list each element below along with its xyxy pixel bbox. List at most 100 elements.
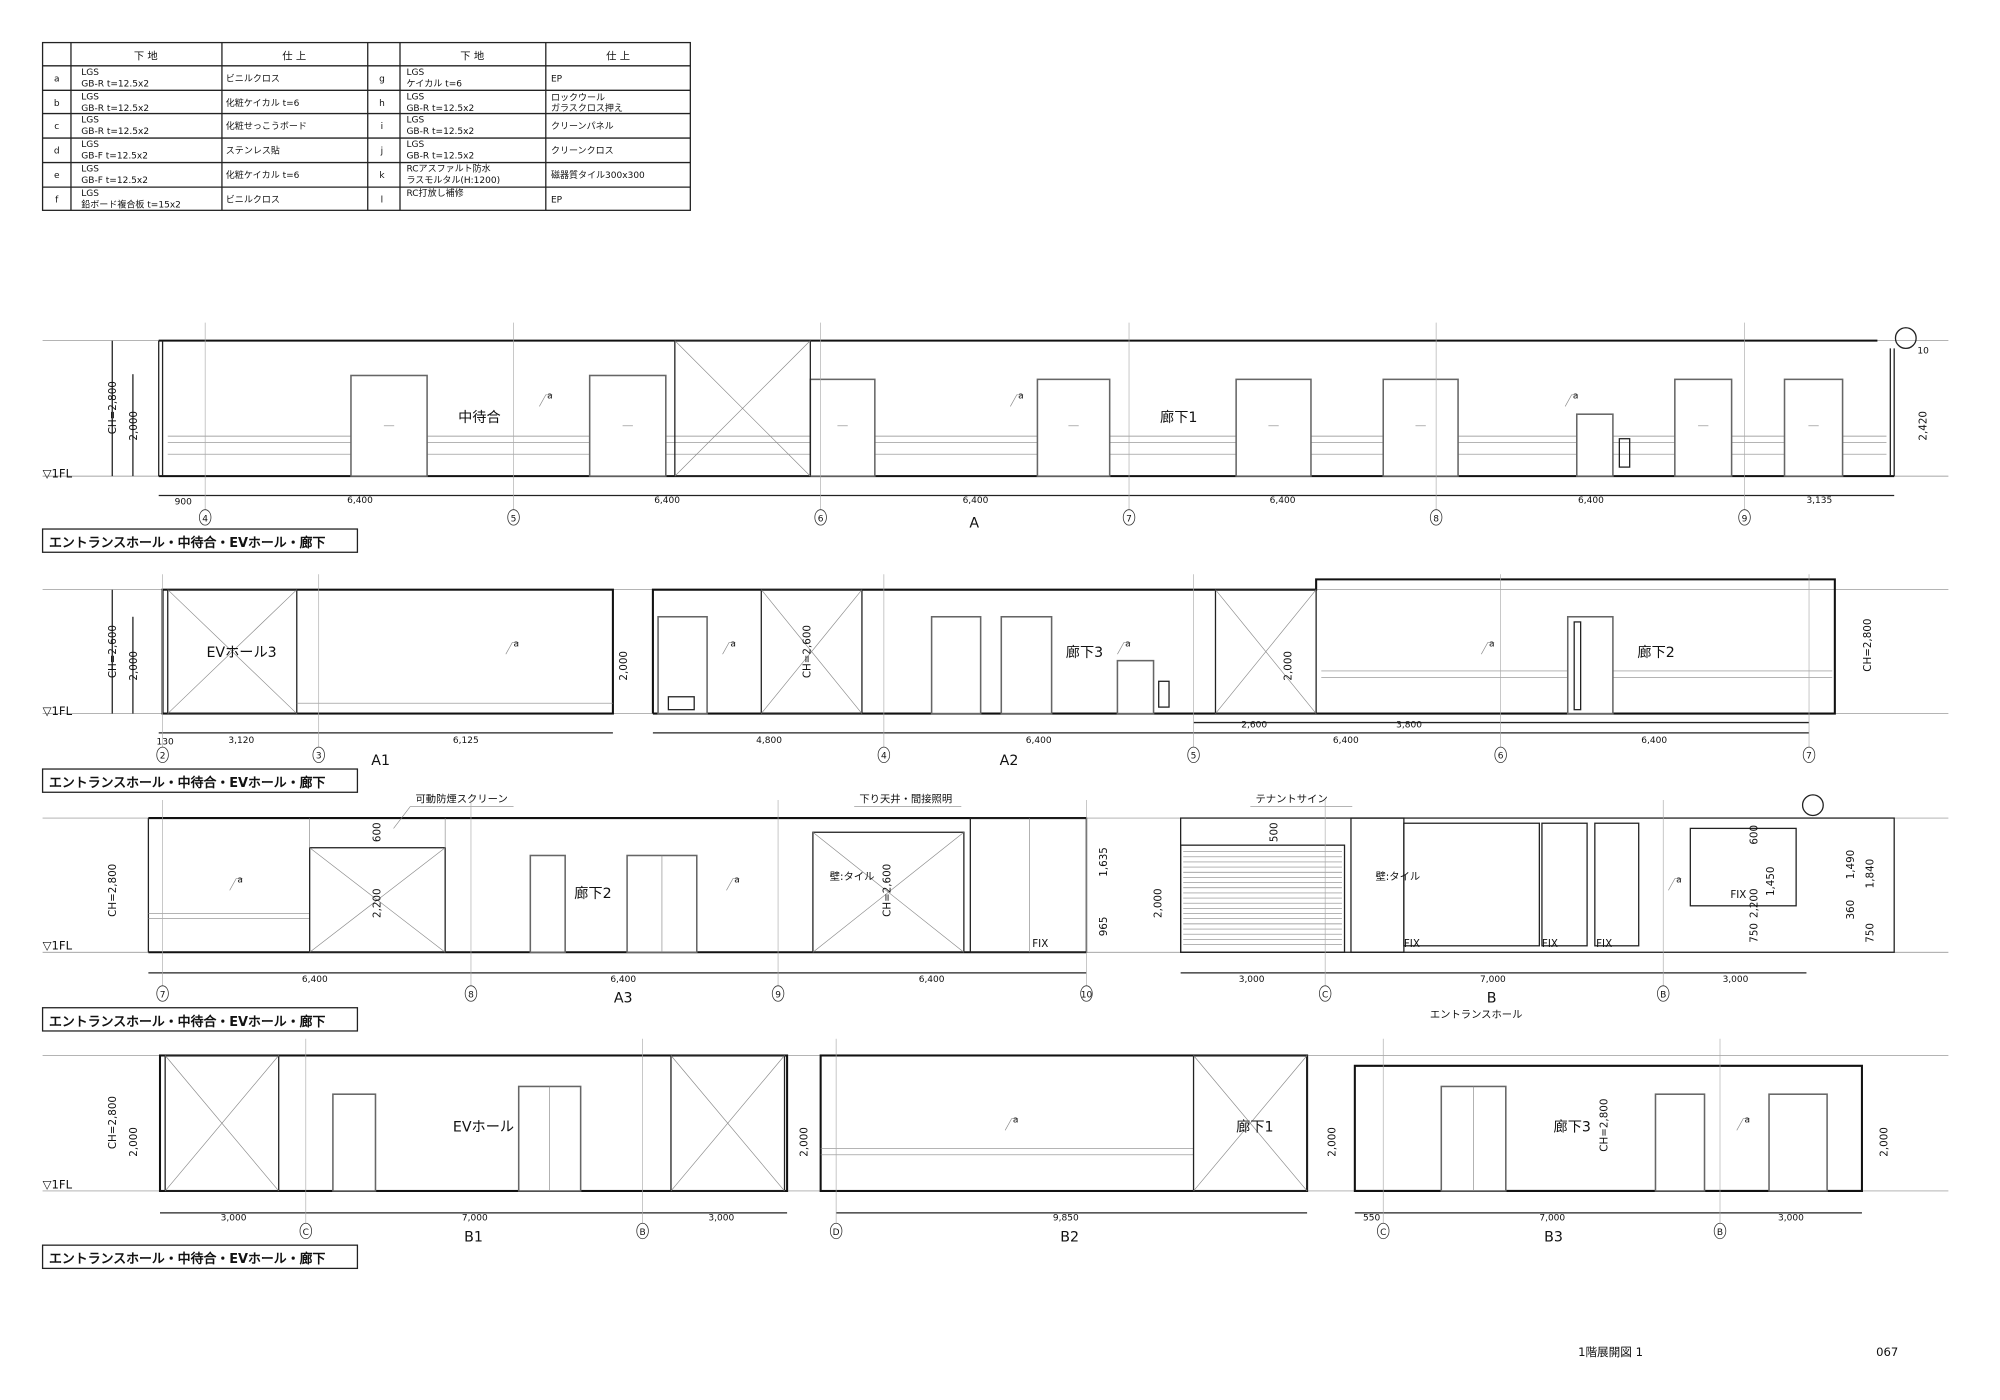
grid-label: 2 bbox=[160, 752, 166, 762]
grid-marker bbox=[312, 746, 325, 763]
svg-text:6,400: 6,400 bbox=[963, 496, 989, 506]
table-cell: ケイカル t=6 bbox=[406, 78, 462, 89]
note-label: テナントサイン bbox=[1255, 794, 1327, 806]
svg-text:3,000: 3,000 bbox=[1723, 975, 1749, 985]
room-label: 中待合 bbox=[458, 410, 501, 426]
grid-marker bbox=[1802, 746, 1816, 763]
callouts: a a a a bbox=[505, 639, 1495, 655]
table-header: 仕 上 bbox=[282, 49, 306, 62]
svg-text:a: a bbox=[1489, 639, 1495, 649]
grid-marker bbox=[299, 1222, 312, 1240]
table-cell: LGS bbox=[81, 68, 99, 78]
grid-label: C bbox=[303, 1228, 309, 1238]
grid-label: 7 bbox=[160, 990, 166, 1000]
door bbox=[1783, 378, 1844, 477]
svg-text:1,450: 1,450 bbox=[1765, 867, 1777, 897]
table-cell: GB-R t=12.5x2 bbox=[81, 127, 149, 137]
table-key: f bbox=[55, 196, 59, 206]
svg-text:6,400: 6,400 bbox=[1333, 736, 1359, 746]
svg-text:550: 550 bbox=[1363, 1214, 1380, 1224]
room-label: EVホール bbox=[453, 1120, 514, 1136]
grid-marker bbox=[1187, 746, 1200, 763]
table-cell: LGS bbox=[81, 189, 99, 199]
elevation-a3-b: 下り天井・間接照明 可動防煙スクリーン 壁:タイル 廊下2 テナントサイン 壁:… bbox=[41, 793, 1949, 1032]
table-cell: RCアスファルト防水 bbox=[406, 163, 490, 175]
drawing-title: 1階展開図 1 bbox=[1578, 1345, 1643, 1359]
svg-text:3,120: 3,120 bbox=[228, 736, 254, 746]
svg-text:130: 130 bbox=[157, 738, 174, 748]
svg-text:2,000: 2,000 bbox=[1879, 1127, 1891, 1157]
svg-text:6,400: 6,400 bbox=[302, 975, 328, 985]
grid-marker bbox=[1080, 985, 1093, 1002]
svg-text:9,850: 9,850 bbox=[1053, 1214, 1079, 1224]
ceiling-height-label: CH=2,600 bbox=[107, 625, 119, 678]
table-key: k bbox=[379, 171, 385, 181]
svg-text:a: a bbox=[237, 876, 243, 886]
grid-label: 4 bbox=[202, 514, 208, 524]
ceiling-height-label: CH=2,800 bbox=[107, 381, 119, 434]
room-label: 廊下1 bbox=[1160, 409, 1197, 426]
elevation-label: A2 bbox=[1000, 753, 1019, 769]
floor-level-label: ▽1FL bbox=[43, 466, 73, 480]
door bbox=[1674, 378, 1733, 477]
svg-text:2,200: 2,200 bbox=[1748, 888, 1760, 918]
svg-text:750: 750 bbox=[1865, 923, 1877, 943]
grid-marker bbox=[636, 1222, 649, 1240]
grid-label: D bbox=[833, 1228, 840, 1238]
svg-text:3,000: 3,000 bbox=[708, 1214, 734, 1224]
table-key: i bbox=[381, 122, 384, 132]
elevation-b1-b2-b3: EVホール 廊下1 廊下3 a a CH=2,800 2,000 2,000 2… bbox=[41, 1038, 1949, 1270]
grid-label: 9 bbox=[775, 990, 781, 1000]
svg-text:3,000: 3,000 bbox=[1239, 975, 1265, 985]
room-label: 廊下2 bbox=[1637, 644, 1674, 661]
floor-level-label: ▽1FL bbox=[43, 939, 73, 953]
grid-label: 7 bbox=[1126, 514, 1132, 524]
table-cell: クリーンクロス bbox=[551, 146, 614, 157]
note-label: 下り天井・間接照明 bbox=[859, 793, 952, 806]
door bbox=[1235, 378, 1312, 477]
grid-label: 3 bbox=[316, 752, 322, 762]
table-cell: LGS bbox=[81, 140, 99, 150]
svg-text:900: 900 bbox=[175, 498, 192, 508]
table-cell: ガラスクロス押え bbox=[551, 102, 623, 114]
table-cell: EP bbox=[551, 196, 563, 206]
svg-text:7,000: 7,000 bbox=[1480, 975, 1506, 985]
svg-text:3,000: 3,000 bbox=[221, 1214, 247, 1224]
svg-text:6,400: 6,400 bbox=[610, 975, 636, 985]
room-label: 廊下1 bbox=[1236, 1119, 1273, 1136]
elevation-label: B2 bbox=[1060, 1229, 1079, 1245]
finish-table: 下 地仕 上下 地仕 上aLGSGB-R t=12.5x2ビニルクロスbLGSG… bbox=[41, 41, 691, 211]
grid-marker bbox=[1429, 509, 1443, 526]
svg-text:2,000: 2,000 bbox=[1152, 888, 1164, 918]
grid-label: 9 bbox=[1742, 514, 1748, 524]
grid-label: C bbox=[1380, 1228, 1386, 1238]
table-cell: ビニルクロス bbox=[226, 195, 280, 206]
elevation-sublabel: エントランスホール bbox=[1430, 1009, 1523, 1021]
shutter bbox=[1183, 851, 1342, 945]
svg-text:a: a bbox=[1573, 392, 1579, 402]
table-cell: ビニルクロス bbox=[226, 73, 280, 84]
room-label: EVホール3 bbox=[206, 645, 276, 661]
svg-text:3,000: 3,000 bbox=[1778, 1214, 1804, 1224]
svg-text:6,400: 6,400 bbox=[654, 496, 680, 506]
table-key: d bbox=[54, 147, 60, 157]
grid-marker bbox=[507, 509, 520, 526]
svg-text:6,400: 6,400 bbox=[1270, 496, 1296, 506]
grid-label: 7 bbox=[1806, 752, 1812, 762]
elevation-label: A bbox=[969, 516, 979, 532]
door bbox=[1036, 378, 1111, 477]
svg-text:6,125: 6,125 bbox=[453, 736, 479, 746]
svg-text:750: 750 bbox=[1748, 923, 1760, 943]
svg-text:360: 360 bbox=[1845, 900, 1857, 920]
grid-marker bbox=[1377, 1222, 1390, 1240]
svg-text:6,400: 6,400 bbox=[1578, 496, 1604, 506]
svg-text:600: 600 bbox=[372, 822, 384, 842]
dim-label: 10 bbox=[1917, 347, 1929, 357]
note-label: 壁:タイル bbox=[1375, 870, 1420, 883]
table-border bbox=[41, 41, 691, 211]
svg-text:4,800: 4,800 bbox=[756, 736, 782, 746]
grid-label: 8 bbox=[1433, 514, 1439, 524]
grid-marker bbox=[198, 509, 212, 526]
svg-text:6,400: 6,400 bbox=[347, 496, 373, 506]
elevation-label: B3 bbox=[1544, 1229, 1563, 1245]
